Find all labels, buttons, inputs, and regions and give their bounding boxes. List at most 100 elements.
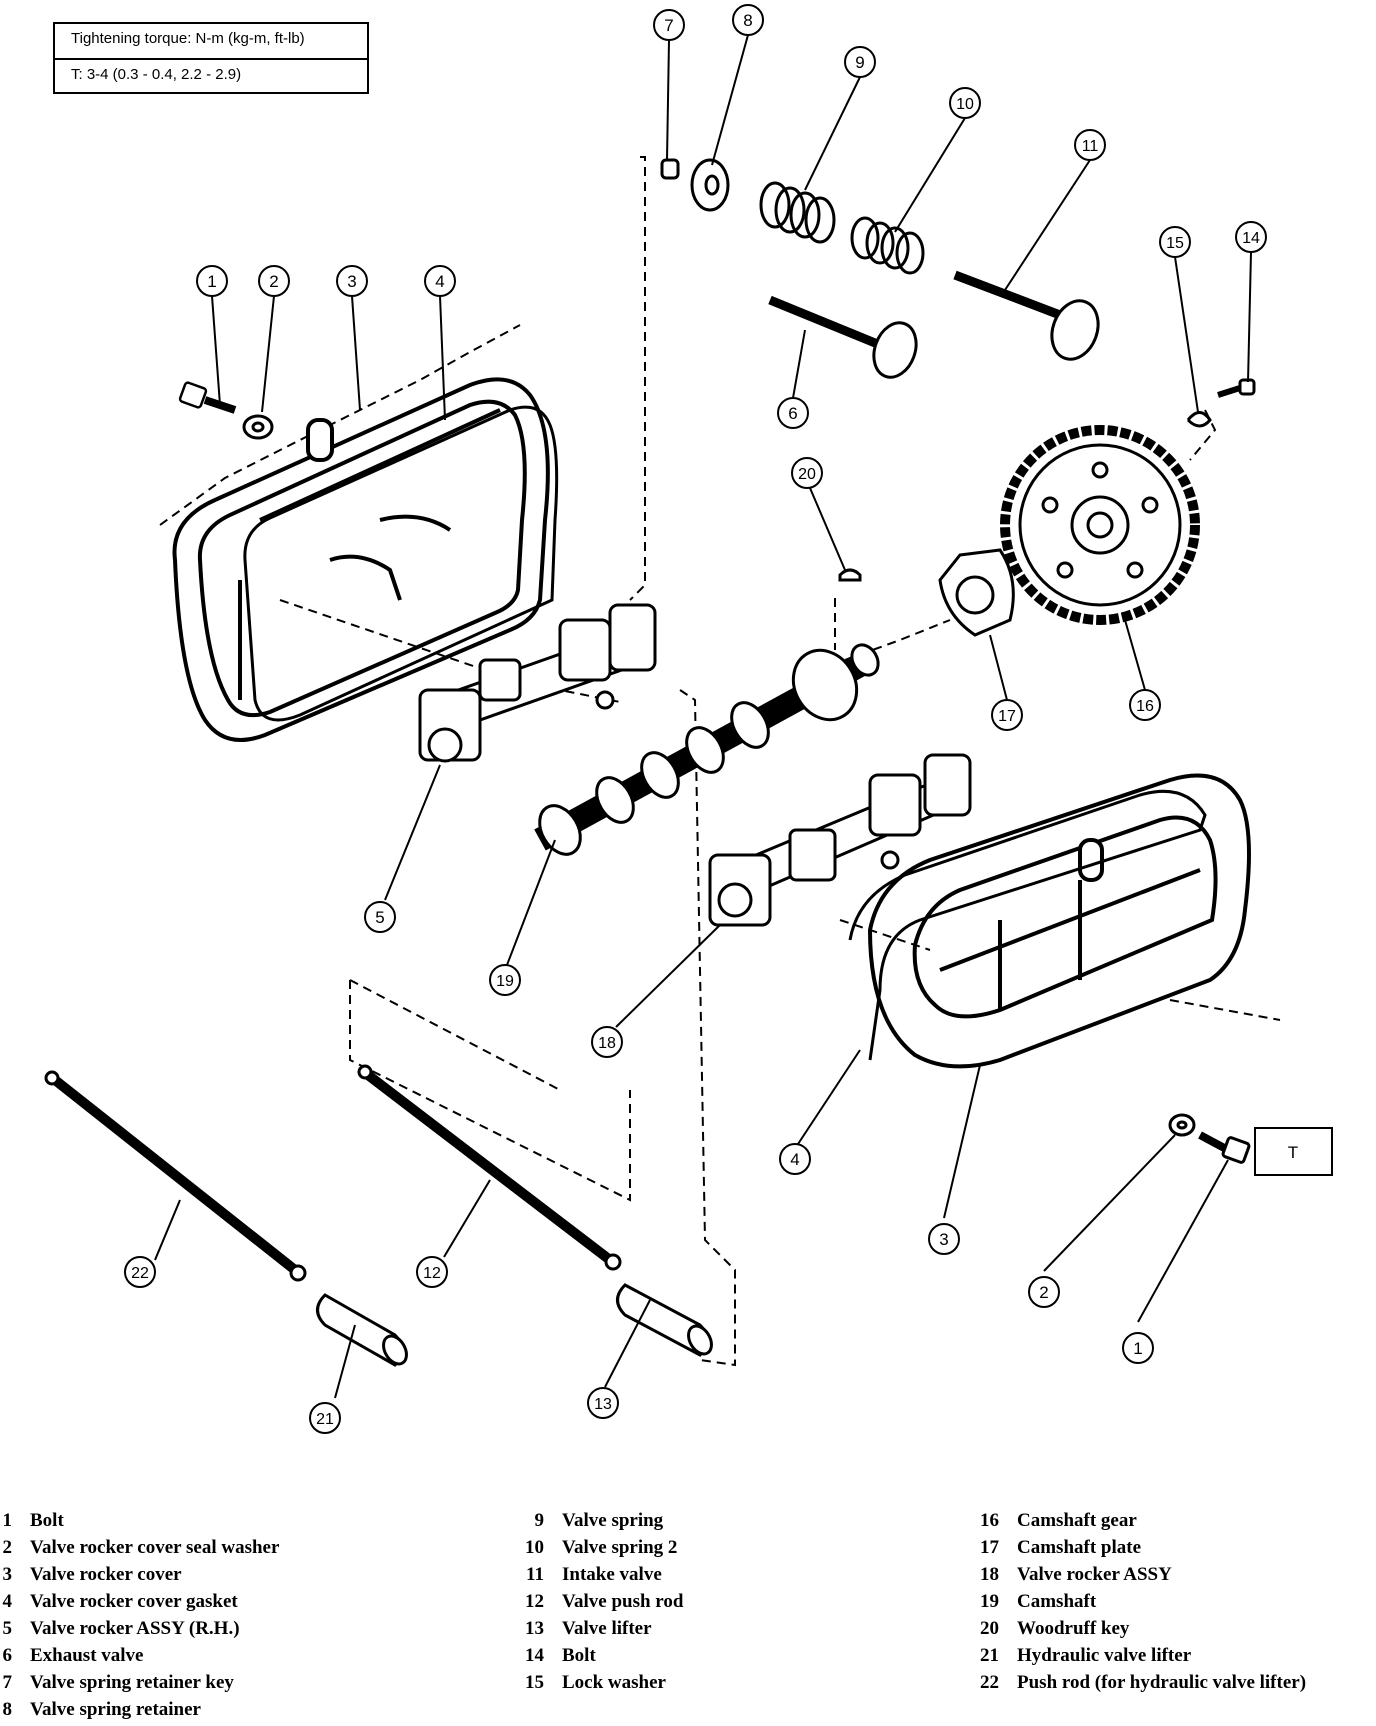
callout-8: 8	[732, 4, 764, 36]
torque-spec-box: Tightening torque: N-m (kg-m, ft-lb) T: …	[53, 22, 369, 94]
svg-text:9: 9	[855, 53, 864, 72]
svg-text:2: 2	[269, 272, 278, 291]
rocker-cover-gasket-right	[848, 789, 1207, 1061]
svg-text:3: 3	[347, 272, 356, 291]
rocker-cover-right	[867, 773, 1251, 1069]
callout-17: 17	[991, 699, 1023, 731]
callout-7: 7	[653, 9, 685, 41]
callout-4-right: 4	[779, 1143, 811, 1175]
svg-text:17: 17	[998, 708, 1016, 725]
svg-text:14: 14	[1242, 230, 1260, 247]
push-rod-hydraulic	[44, 1070, 307, 1282]
callout-3-right: 3	[928, 1223, 960, 1255]
torque-spec-value: T: 3-4 (0.3 - 0.4, 2.2 - 2.9)	[55, 58, 367, 92]
bolt-small	[1217, 378, 1256, 398]
valve-rocker-assy	[708, 753, 972, 927]
svg-text:2: 2	[1039, 1283, 1048, 1302]
callout-18: 18	[591, 1026, 623, 1058]
callout-19: 19	[489, 964, 521, 996]
valve-spring-2	[850, 216, 925, 275]
callout-4-left: 4	[424, 265, 456, 297]
callout-5: 5	[364, 901, 396, 933]
torque-marker-label: T	[1288, 1143, 1298, 1162]
svg-text:1: 1	[1133, 1339, 1142, 1358]
valve-push-rod	[357, 1064, 622, 1271]
callout-2-right: 2	[1028, 1276, 1060, 1308]
svg-text:18: 18	[598, 1035, 616, 1052]
callout-6: 6	[777, 397, 809, 429]
svg-text:6: 6	[788, 404, 797, 423]
svg-text:16: 16	[1136, 698, 1154, 715]
bolt-left	[178, 381, 237, 414]
callout-1-left: 1	[196, 265, 228, 297]
exploded-parts-diagram: 1 2 3 4 5 6 7 8 9 10 11 12 13 14 15 16 1…	[44, 4, 1333, 1434]
callout-14: 14	[1235, 221, 1267, 253]
callout-leader-lines	[154, 34, 1252, 1399]
svg-text:4: 4	[790, 1150, 799, 1169]
svg-text:5: 5	[375, 908, 384, 927]
callout-11: 11	[1074, 129, 1106, 161]
svg-text:4: 4	[435, 272, 444, 291]
torque-spec-header: Tightening torque: N-m (kg-m, ft-lb)	[71, 30, 305, 47]
callout-10: 10	[949, 87, 981, 119]
valve-lifter	[616, 1283, 713, 1357]
bolt-right	[1198, 1131, 1251, 1164]
svg-text:15: 15	[1166, 235, 1184, 252]
callout-22: 22	[124, 1256, 156, 1288]
svg-text:19: 19	[496, 973, 514, 990]
callout-2-left: 2	[258, 265, 290, 297]
svg-text:12: 12	[423, 1265, 441, 1282]
intake-valve	[953, 270, 1100, 361]
svg-text:11: 11	[1082, 138, 1099, 155]
svg-text:10: 10	[956, 96, 974, 113]
svg-text:3: 3	[939, 1230, 948, 1249]
callout-9: 9	[844, 46, 876, 78]
svg-text:8: 8	[743, 11, 752, 30]
lock-washer	[1186, 411, 1212, 428]
valve-spring-retainer	[690, 158, 730, 212]
callout-3-left: 3	[336, 265, 368, 297]
valve-spring	[759, 181, 836, 244]
camshaft	[534, 643, 880, 856]
callout-1-right: 1	[1122, 1332, 1154, 1364]
svg-text:20: 20	[798, 466, 816, 483]
camshaft-plate	[938, 548, 1015, 637]
camshaft-gear	[1000, 425, 1200, 625]
valve-spring-retainer-key	[660, 158, 680, 180]
hydraulic-valve-lifter	[316, 1293, 408, 1367]
callout-13: 13	[587, 1387, 619, 1419]
svg-text:7: 7	[664, 16, 673, 35]
callout-16: 16	[1129, 689, 1161, 721]
callout-21: 21	[309, 1402, 341, 1434]
valve-rocker-assy-rh	[418, 603, 657, 763]
svg-text:13: 13	[594, 1396, 612, 1413]
woodruff-key	[838, 568, 862, 582]
svg-text:22: 22	[131, 1265, 149, 1282]
svg-text:1: 1	[207, 272, 216, 291]
seal-washer-right	[1168, 1113, 1196, 1137]
callout-15: 15	[1159, 226, 1191, 258]
seal-washer-left	[242, 414, 274, 440]
